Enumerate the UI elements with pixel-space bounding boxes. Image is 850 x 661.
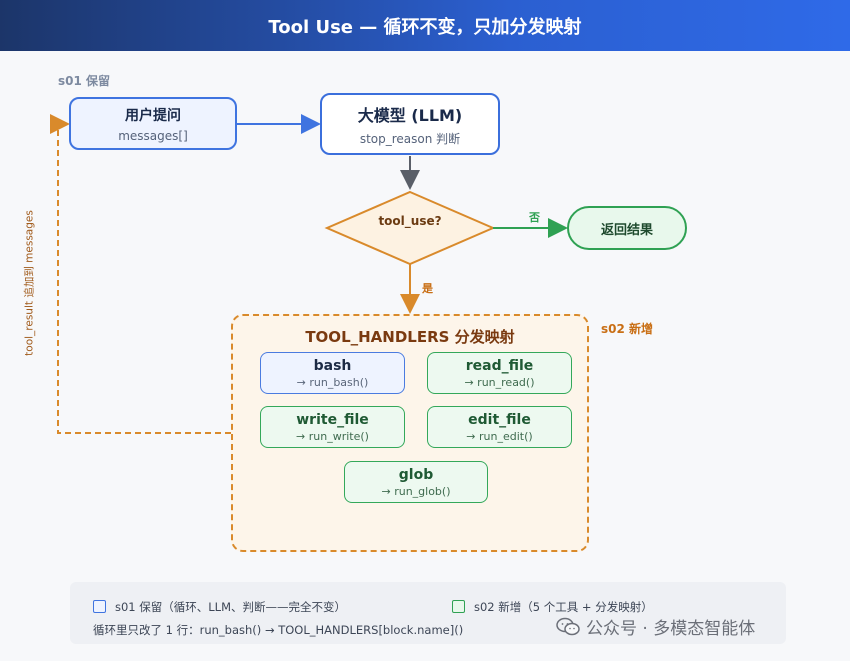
loop-back-label: tool_result 追加到 messages [23, 210, 36, 356]
decision-label: tool_use? [378, 214, 442, 228]
tool-function: → run_read() [464, 375, 535, 389]
section-label-s01: s01 保留 [58, 74, 111, 88]
tool-function: → run_write() [296, 429, 369, 443]
page-title: Tool Use — 循环不变，只加分发映射 [268, 16, 582, 38]
user-question-sub: messages[] [118, 128, 188, 143]
tool-function: → run_bash() [296, 375, 369, 389]
tool-read-file: read_file → run_read() [427, 352, 572, 394]
legend-s01-text: s01 保留（循环、LLM、判断——完全不变） [115, 600, 347, 614]
page-header: Tool Use — 循环不变，只加分发映射 [0, 0, 850, 51]
tool-name: glob [398, 466, 434, 483]
legend-s02-text: s02 新增（5 个工具 + 分发映射） [474, 600, 653, 614]
legend-s02-swatch [452, 600, 465, 613]
tool-function: → run_edit() [466, 429, 533, 443]
watermark-text: 公众号 · 多模态智能体 [586, 619, 756, 639]
wechat-icon [556, 617, 580, 635]
tool-write-file: write_file → run_write() [260, 406, 405, 448]
decision-diamond [324, 190, 496, 266]
watermark: 公众号 · 多模态智能体 [556, 614, 755, 639]
tool-handlers-title: TOOL_HANDLERS 分发映射 [305, 328, 515, 346]
llm-sub: stop_reason 判断 [359, 131, 461, 146]
tool-edit-file: edit_file → run_edit() [427, 406, 572, 448]
tool-name: read_file [465, 357, 534, 374]
tool-glob: glob → run_glob() [344, 461, 488, 503]
edge-loop-back [50, 114, 231, 434]
user-question-title: 用户提问 [125, 107, 181, 124]
llm-node: 大模型 (LLM) stop_reason 判断 [320, 93, 500, 155]
legend-panel: s01 保留（循环、LLM、判断——完全不变） s02 新增（5 个工具 + 分… [70, 582, 786, 644]
legend-note: 循环里只改了 1 行：run_bash() → TOOL_HANDLERS[bl… [93, 623, 464, 637]
tool-name: write_file [296, 411, 369, 428]
llm-title: 大模型 (LLM) [357, 105, 463, 125]
return-result-title: 返回结果 [600, 222, 653, 238]
legend-s01-swatch [93, 600, 106, 613]
section-label-s02: s02 新增 [601, 322, 654, 336]
tool-bash: bash → run_bash() [260, 352, 405, 394]
edge-yes-label: 是 [422, 282, 433, 295]
tool-function: → run_glob() [381, 484, 451, 498]
user-question-node: 用户提问 messages[] [69, 97, 237, 150]
tool-name: edit_file [468, 411, 531, 428]
edge-no-label: 否 [529, 211, 540, 224]
return-result-node: 返回结果 [567, 206, 687, 250]
tool-name: bash [313, 357, 352, 374]
